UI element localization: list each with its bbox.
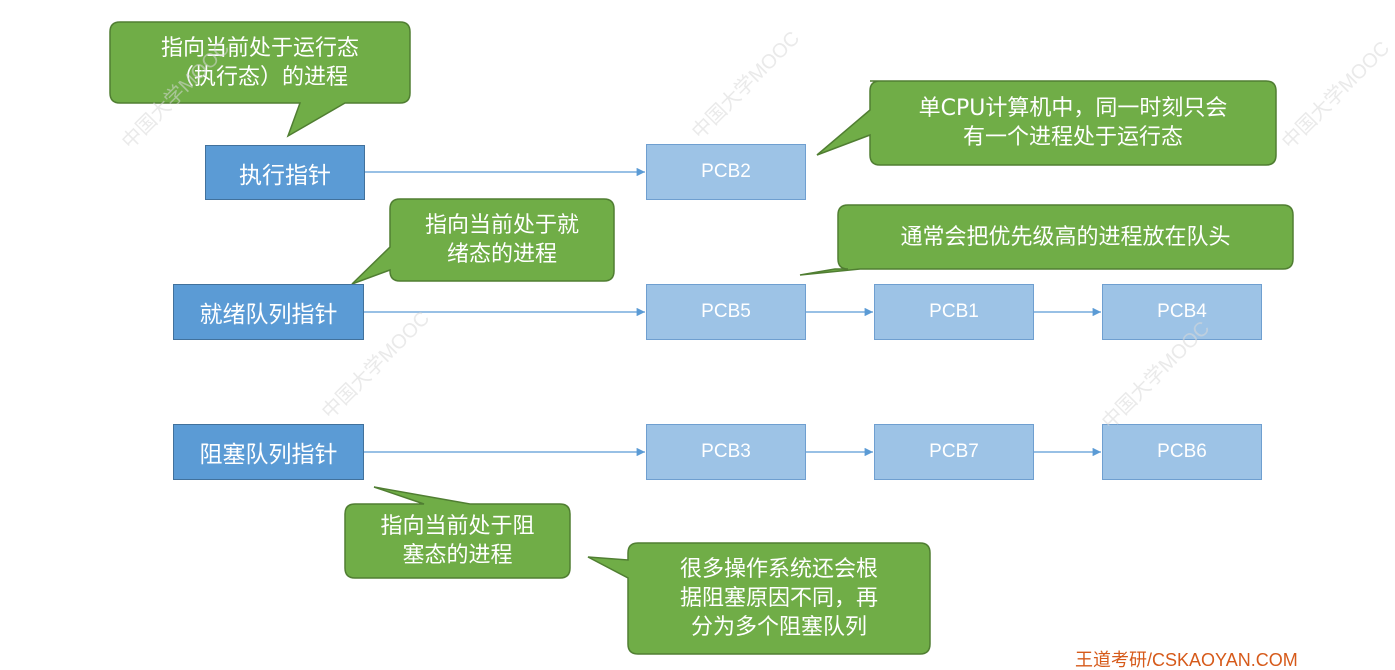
pcb-box-ready-2: PCB4 (1102, 284, 1262, 340)
callout-line: 很多操作系统还会根 (679, 557, 878, 582)
pcb-label: PCB1 (929, 301, 979, 322)
pcb-box-blocked-1: PCB7 (874, 424, 1034, 480)
callout-shape-running-pointer (109, 21, 411, 138)
blocked-pointer-box: 阻塞队列指针 (173, 424, 364, 480)
pcb-label: PCB3 (701, 441, 751, 462)
ready-pointer-box: 就绪队列指针 (173, 284, 364, 340)
callout-shape-multi-blocked (587, 542, 931, 655)
callout-running-pointer: 指向当前处于运行态 （执行态）的进程 (110, 22, 410, 103)
pcb-box-running-0: PCB2 (646, 144, 806, 200)
callout-ready-pointer: 指向当前处于就 绪态的进程 (390, 199, 614, 281)
pcb-box-blocked-0: PCB3 (646, 424, 806, 480)
running-pointer-box: 执行指针 (205, 145, 365, 200)
callout-multi-blocked: 很多操作系统还会根 据阻塞原因不同，再 分为多个阻塞队列 (628, 543, 930, 654)
ready-pointer-label: 就绪队列指针 (199, 302, 338, 328)
callout-shape-ready-pointer (351, 198, 615, 285)
brand-text: 王道考研/CSKAOYAN.COM (1075, 650, 1298, 670)
callout-single-cpu: 单CPU计算机中，同一时刻只会 有一个进程处于运行态 (870, 81, 1276, 165)
callout-line: 据阻塞原因不同，再 (679, 586, 878, 611)
callout-line: 绪态的进程 (446, 242, 557, 267)
callout-line: 塞态的进程 (402, 543, 513, 568)
pcb-label: PCB2 (701, 161, 751, 182)
callout-shapes (109, 21, 1294, 655)
callout-line: 指向当前处于运行态 (160, 35, 359, 61)
pcb-label: PCB5 (701, 301, 751, 322)
connector-arrows (364, 167, 1101, 457)
callout-shape-single-cpu (816, 80, 1277, 166)
callout-line: （执行态）的进程 (171, 64, 348, 90)
callout-line: 单CPU计算机中，同一时刻只会 (918, 96, 1228, 121)
pcb-box-ready-0: PCB5 (646, 284, 806, 340)
callout-blocked-pointer: 指向当前处于阻 塞态的进程 (345, 504, 570, 578)
pcb-label: PCB7 (929, 441, 979, 462)
callout-line: 指向当前处于阻 (380, 514, 535, 539)
callout-line: 通常会把优先级高的进程放在队头 (900, 224, 1231, 250)
callout-line: 有一个进程处于运行态 (962, 125, 1183, 150)
pcb-label: PCB4 (1157, 301, 1207, 322)
callout-shape-blocked-pointer (344, 486, 571, 579)
blocked-pointer-label: 阻塞队列指针 (199, 442, 338, 468)
pcb-box-ready-1: PCB1 (874, 284, 1034, 340)
callout-line: 指向当前处于就 (424, 213, 579, 238)
pcb-label: PCB6 (1157, 441, 1207, 462)
callout-priority: 通常会把优先级高的进程放在队头 (838, 205, 1293, 269)
callout-shape-priority (799, 204, 1294, 276)
pcb-box-blocked-2: PCB6 (1102, 424, 1262, 480)
running-pointer-label: 执行指针 (239, 162, 331, 189)
callout-line: 分为多个阻塞队列 (690, 615, 867, 640)
